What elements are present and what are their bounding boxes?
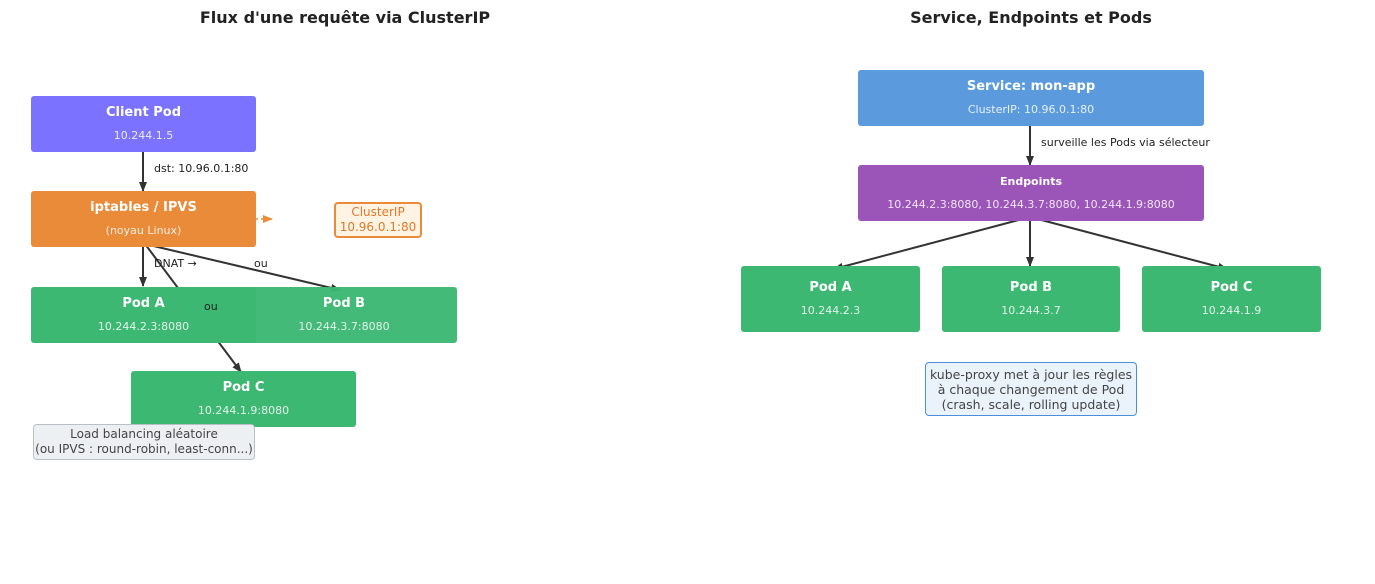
right-pod-a-name: Pod A: [809, 280, 852, 295]
kube-note-line3: (crash, scale, rolling update): [941, 396, 1121, 412]
right-pod-a-ip: 10.244.2.3: [800, 304, 861, 317]
clusterip-note: ClusterIP 10.96.0.1:80: [334, 202, 422, 238]
client-pod-node: Client Pod 10.244.1.5: [31, 96, 256, 152]
client-pod-name: Client Pod: [105, 105, 182, 120]
service-node: Service: mon-app ClusterIP: 10.96.0.1:80: [858, 70, 1204, 126]
iptables-sub: (noyau Linux): [105, 224, 182, 237]
right-diagram-title: Service, Endpoints et Pods: [910, 8, 1152, 27]
iptables-name: iptables / IPVS: [90, 200, 197, 215]
lb-note-line2: (ou IPVS : round-robin, least-conn...): [35, 442, 253, 456]
left-pod-b-node: Pod B 10.244.3.7:8080: [231, 287, 457, 343]
endpoints-list: 10.244.2.3:8080, 10.244.3.7:8080, 10.244…: [887, 198, 1175, 211]
lb-note-line1: Load balancing aléatoire: [70, 427, 218, 441]
left-pod-a-name: Pod A: [122, 296, 165, 311]
clusterip-note-line1: ClusterIP: [351, 205, 405, 219]
kube-note-line1: kube-proxy met à jour les règles: [929, 366, 1133, 382]
client-pod-ip: 10.244.1.5: [113, 129, 174, 142]
left-pod-b-name: Pod B: [322, 296, 366, 311]
left-pod-c-node: Pod C 10.244.1.9:8080: [131, 371, 356, 427]
service-name: Service: mon-app: [966, 79, 1096, 94]
arrow-iptables-to-pod-b: [144, 243, 341, 292]
left-pod-c-name: Pod C: [222, 380, 265, 395]
right-pod-c-ip: 10.244.1.9: [1201, 304, 1262, 317]
left-diagram-title: Flux d'une requête via ClusterIP: [199, 8, 491, 27]
ou-label-middle: ou: [204, 300, 218, 313]
right-pod-b-node: Pod B 10.244.3.7: [942, 266, 1120, 332]
iptables-node: iptables / IPVS (noyau Linux): [31, 191, 256, 247]
kube-proxy-note: kube-proxy met à jour les règles à chaqu…: [925, 362, 1137, 416]
watch-label: surveille les Pods via sélecteur: [1041, 136, 1210, 149]
dnat-label: DNAT →: [154, 257, 197, 270]
endpoints-node: Endpoints 10.244.2.3:8080, 10.244.3.7:80…: [858, 165, 1204, 221]
left-pod-c-ip: 10.244.1.9:8080: [197, 404, 290, 417]
right-pod-a-node: Pod A 10.244.2.3: [741, 266, 920, 332]
ou-label-top: ou: [254, 257, 268, 270]
left-pod-b-ip: 10.244.3.7:8080: [298, 320, 390, 333]
dst-label: dst: 10.96.0.1:80: [154, 162, 249, 175]
arrow-endpoints-to-pod-a: [833, 216, 1031, 271]
right-pod-b-name: Pod B: [1009, 280, 1053, 295]
right-pod-c-node: Pod C 10.244.1.9: [1142, 266, 1321, 332]
endpoints-name: Endpoints: [999, 175, 1063, 188]
right-pod-c-name: Pod C: [1210, 280, 1253, 295]
kube-note-line2: à chaque changement de Pod: [937, 381, 1125, 397]
right-pod-b-ip: 10.244.3.7: [1001, 304, 1061, 317]
load-balancing-note: Load balancing aléatoire (ou IPVS : roun…: [33, 424, 255, 460]
clusterip-note-line2: 10.96.0.1:80: [339, 220, 417, 234]
service-clusterip: ClusterIP: 10.96.0.1:80: [967, 103, 1095, 116]
left-pod-a-ip: 10.244.2.3:8080: [97, 320, 190, 333]
arrow-endpoints-to-pod-c: [1029, 216, 1228, 271]
left-pod-a-node: Pod A 10.244.2.3:8080: [31, 287, 256, 343]
